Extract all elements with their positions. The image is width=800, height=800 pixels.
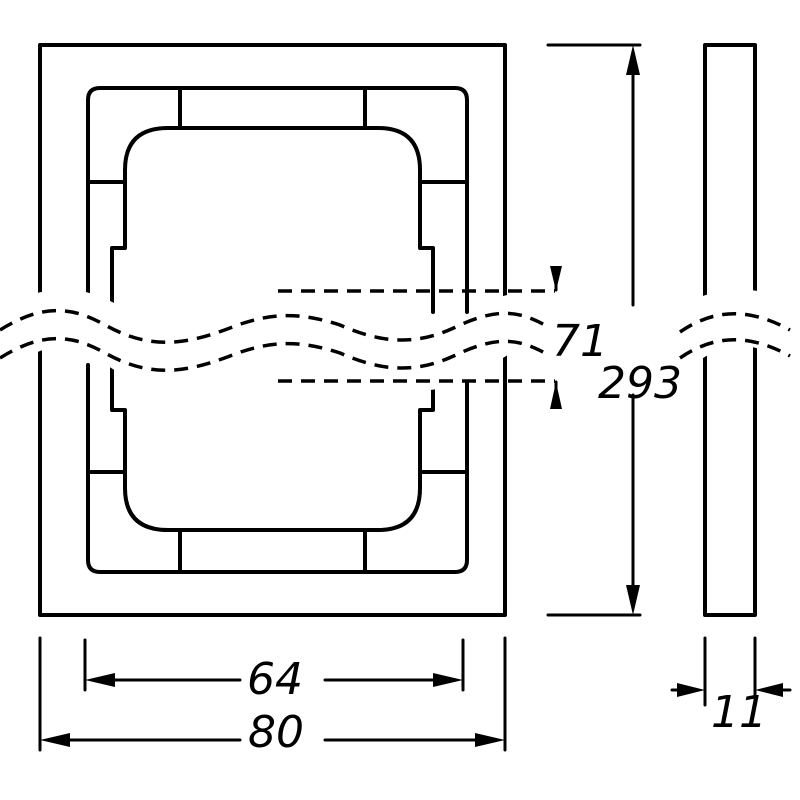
dimension-inner-width: 64 bbox=[83, 638, 465, 705]
dimension-inner-width-label: 64 bbox=[247, 654, 303, 705]
dimension-outer-width: 80 bbox=[38, 636, 507, 758]
arrow-inner-right bbox=[433, 673, 463, 687]
dimension-height: 293 bbox=[546, 43, 682, 617]
window-cutout-upper bbox=[110, 126, 435, 314]
insert-lower bbox=[86, 363, 469, 574]
arrow-gap-bottom bbox=[550, 382, 562, 409]
front-view bbox=[38, 43, 507, 617]
dimension-break-gap-label: 71 bbox=[552, 316, 608, 367]
arrow-gap-top bbox=[550, 266, 562, 291]
dimension-depth: 11 bbox=[670, 636, 792, 738]
dimension-break-gap: 71 bbox=[278, 266, 608, 409]
arrow-depth-right bbox=[755, 683, 783, 697]
window-cutout-lower bbox=[110, 363, 435, 532]
arrow-height-top bbox=[626, 45, 640, 75]
break-line-lower bbox=[0, 336, 546, 372]
arrow-depth-left bbox=[677, 683, 705, 697]
dimension-depth-label: 11 bbox=[711, 687, 767, 738]
dimension-height-label: 293 bbox=[598, 358, 682, 409]
arrow-outer-right bbox=[475, 733, 505, 747]
break-zone bbox=[0, 289, 800, 391]
arrow-height-bottom bbox=[626, 585, 640, 615]
dimension-outer-width-label: 80 bbox=[248, 707, 304, 758]
arrow-outer-left bbox=[40, 733, 70, 747]
break-line-upper bbox=[0, 308, 546, 344]
insert-upper bbox=[86, 86, 469, 314]
arrow-inner-left bbox=[85, 673, 115, 687]
